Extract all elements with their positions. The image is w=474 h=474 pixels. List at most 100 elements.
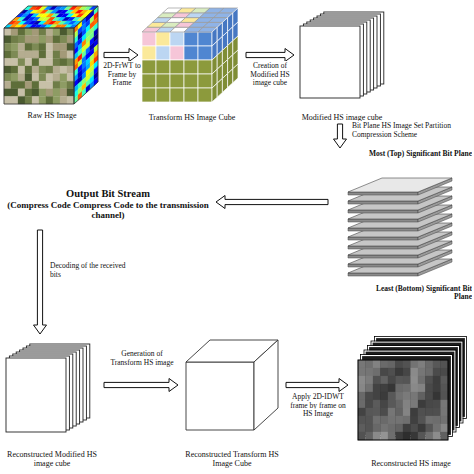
edge-label: Creation of Modified HS image cube — [250, 61, 289, 87]
satellite-pixel — [67, 81, 74, 89]
satellite-pixel — [39, 58, 46, 66]
cube-outline — [74, 6, 98, 104]
subband-cell — [156, 88, 170, 102]
image-pixel — [441, 432, 449, 440]
image-pixel — [396, 432, 404, 440]
image-pixel — [411, 400, 419, 408]
image-pixel — [373, 424, 381, 432]
image-pixel — [388, 400, 396, 408]
image-pixel — [388, 432, 396, 440]
image-pixel — [433, 416, 441, 424]
image-pixel — [403, 400, 411, 408]
satellite-pixel — [60, 51, 67, 59]
image-pixel — [441, 424, 449, 432]
bit-plane-edge — [348, 210, 418, 213]
satellite-pixel — [39, 28, 46, 36]
image-pixel — [403, 392, 411, 400]
satellite-pixel — [60, 28, 67, 36]
image-pixel — [433, 392, 441, 400]
satellite-pixel — [32, 51, 39, 59]
image-pixel — [433, 424, 441, 432]
satellite-pixel — [67, 28, 74, 36]
edge-label-box: Bit Plane HS Image Set Partition Compres… — [352, 122, 472, 139]
satellite-pixel — [60, 74, 67, 82]
image-stage: Reconstructed Transform HS Image Cube — [180, 336, 284, 468]
bit-plane-edge — [348, 237, 418, 240]
satellite-pixel — [25, 36, 32, 44]
image-pixel — [441, 408, 449, 416]
block-arrow — [104, 379, 178, 392]
image-pixel — [388, 368, 396, 376]
image-pixel — [433, 432, 441, 440]
node-caption: Most (Top) Significant Bit Plane — [330, 150, 472, 159]
image-pixel — [381, 432, 389, 440]
image-pixel — [358, 384, 366, 392]
image-pixel — [411, 392, 419, 400]
subband-cell — [142, 88, 156, 102]
image-pixel — [403, 416, 411, 424]
subband-cell — [156, 46, 170, 60]
image-pixel — [366, 360, 374, 368]
image-pixel — [403, 376, 411, 384]
image-pixel — [381, 408, 389, 416]
block-arrow — [246, 49, 294, 62]
bit-plane-edge — [348, 246, 418, 249]
subband-cell — [198, 88, 212, 102]
satellite-pixel — [39, 43, 46, 51]
subband-cell — [142, 60, 156, 74]
block-arrow — [34, 230, 47, 334]
edge-label-box: 2D-FrWT to Frame by Frame — [102, 62, 142, 88]
image-pixel — [366, 408, 374, 416]
satellite-pixel — [39, 81, 46, 89]
satellite-pixel — [67, 43, 74, 51]
satellite-pixel — [32, 36, 39, 44]
satellite-pixel — [32, 96, 39, 104]
image-pixel — [433, 408, 441, 416]
image-pixel — [381, 360, 389, 368]
satellite-pixel — [46, 96, 53, 104]
image-pixel — [358, 400, 366, 408]
satellite-pixel — [25, 89, 32, 97]
satellite-pixel — [60, 66, 67, 74]
bit-plane-edge — [348, 255, 418, 258]
node-caption: Reconstructed HS image — [350, 459, 472, 468]
satellite-pixel — [46, 28, 53, 36]
image-pixel — [388, 392, 396, 400]
image-pixel — [441, 368, 449, 376]
bit-plane-edge — [348, 264, 418, 267]
satellite-pixel — [53, 43, 60, 51]
satellite-pixel — [4, 51, 11, 59]
frame-stack — [300, 26, 360, 98]
satellite-pixel — [18, 74, 25, 82]
satellite-pixel — [60, 43, 67, 51]
edge-label: 2D-FrWT to Frame by Frame — [103, 61, 141, 87]
image-pixel — [373, 400, 381, 408]
satellite-pixel — [53, 28, 60, 36]
satellite-pixel — [11, 89, 18, 97]
subband-cell — [198, 74, 212, 88]
edge-label-box: Apply 2D-IDWT frame by frame on HS Image — [288, 393, 348, 419]
satellite-pixel — [11, 58, 18, 66]
satellite-pixel — [60, 96, 67, 104]
image-pixel — [366, 384, 374, 392]
image-pixel — [396, 424, 404, 432]
image-pixel — [373, 376, 381, 384]
subband-cell — [184, 46, 198, 60]
subband-cell — [198, 60, 212, 74]
satellite-pixel — [32, 28, 39, 36]
image-pixel — [396, 416, 404, 424]
satellite-pixel — [11, 43, 18, 51]
image-pixel — [396, 376, 404, 384]
image-pixel — [441, 376, 449, 384]
satellite-pixel — [53, 36, 60, 44]
image-pixel — [358, 416, 366, 424]
satellite-pixel — [53, 89, 60, 97]
edge-label: Generation of Transform HS image — [110, 349, 173, 367]
satellite-pixel — [4, 43, 11, 51]
image-pixel — [433, 368, 441, 376]
image-pixel — [418, 416, 426, 424]
satellite-pixel — [4, 66, 11, 74]
cube-outline — [4, 6, 98, 28]
image-pixel — [366, 376, 374, 384]
image-pixel — [411, 384, 419, 392]
